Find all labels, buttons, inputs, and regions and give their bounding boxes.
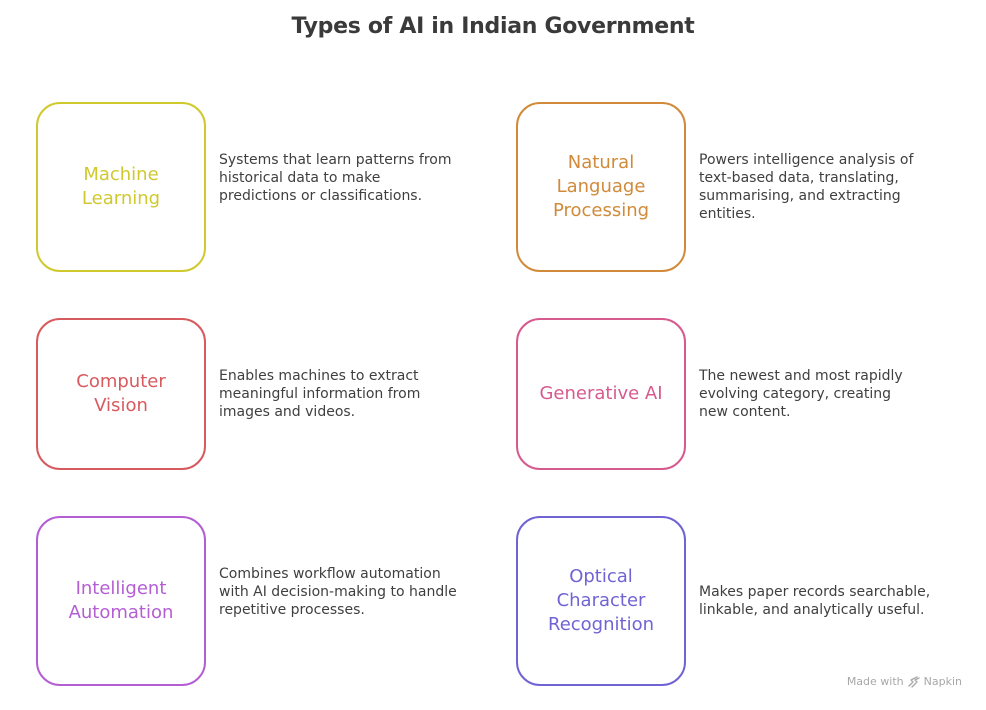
type-description: Makes paper records searchable, linkable… <box>699 584 931 618</box>
type-description: Systems that learn patterns from histori… <box>219 152 452 204</box>
made-with-text: Made with <box>846 675 904 688</box>
type-label: Natural Language Processing <box>552 152 650 221</box>
type-box-machine-learning: Machine Learning <box>36 102 206 272</box>
napkin-attribution: Made with Napkin <box>847 675 962 688</box>
type-label: Machine Learning <box>81 164 161 209</box>
page-title: Types of AI in Indian Government <box>291 14 695 39</box>
type-box-computer-vision: Computer Vision <box>36 318 206 470</box>
napkin-logo-icon <box>907 675 920 688</box>
type-description: The newest and most rapidly evolving cat… <box>699 368 903 420</box>
napkin-brand-text: Napkin <box>923 675 962 688</box>
type-box-intelligent-automation: Intelligent Automation <box>36 516 206 686</box>
type-box-optical-character-recognition: Optical Character Recognition <box>516 516 686 686</box>
type-description: Combines workflow automation with AI dec… <box>219 566 457 618</box>
type-description: Powers intelligence analysis of text-bas… <box>699 152 914 222</box>
type-box-generative-ai: Generative AI <box>516 318 686 470</box>
type-label: Computer Vision <box>76 371 166 416</box>
type-label: Generative AI <box>539 383 663 404</box>
type-description: Enables machines to extract meaningful i… <box>219 368 421 420</box>
type-label: Intelligent Automation <box>68 578 174 623</box>
type-box-natural-language-processing: Natural Language Processing <box>516 102 686 272</box>
type-label: Optical Character Recognition <box>548 566 654 635</box>
